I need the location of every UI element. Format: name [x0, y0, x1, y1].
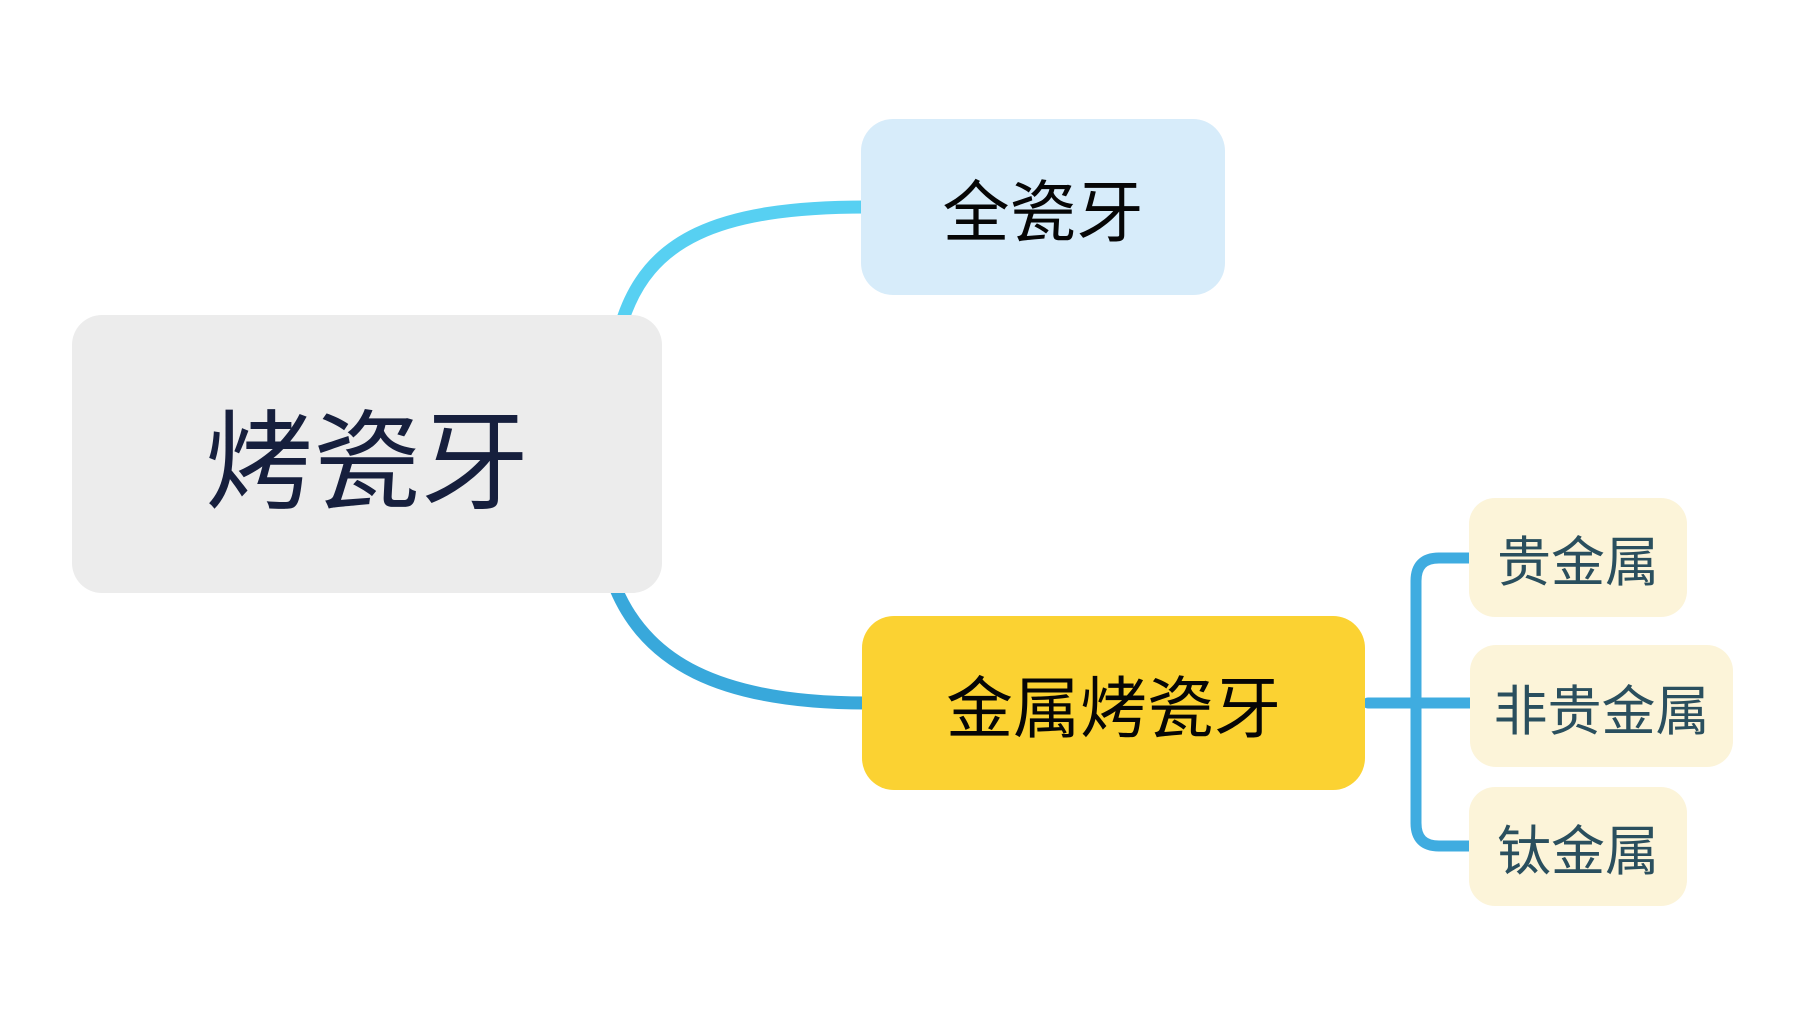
node-leaf-non-precious-metal-label: 非贵金属: [1493, 681, 1710, 742]
node-metal-ceramic[interactable]: 金属烤瓷牙: [862, 616, 1365, 790]
node-leaf-titanium-metal-label: 钛金属: [1497, 822, 1659, 882]
node-metal-ceramic-label: 金属烤瓷牙: [946, 671, 1281, 747]
node-root-label: 烤瓷牙: [204, 402, 529, 523]
node-all-ceramic[interactable]: 全瓷牙: [861, 119, 1225, 295]
node-leaf-precious-metal[interactable]: 贵金属: [1469, 498, 1687, 617]
node-leaf-precious-metal-label: 贵金属: [1497, 533, 1659, 593]
edge-root-to-metal-ceramic: [609, 582, 873, 710]
node-leaf-titanium-metal[interactable]: 钛金属: [1469, 787, 1687, 906]
node-root[interactable]: 烤瓷牙: [72, 315, 662, 593]
edge-root-to-all-ceramic: [615, 200, 873, 329]
edge-metal-to-precious: [1410, 552, 1479, 709]
edge-metal-to-titanium: [1410, 697, 1479, 852]
node-leaf-non-precious-metal[interactable]: 非贵金属: [1470, 645, 1733, 767]
node-all-ceramic-label: 全瓷牙: [942, 175, 1144, 251]
